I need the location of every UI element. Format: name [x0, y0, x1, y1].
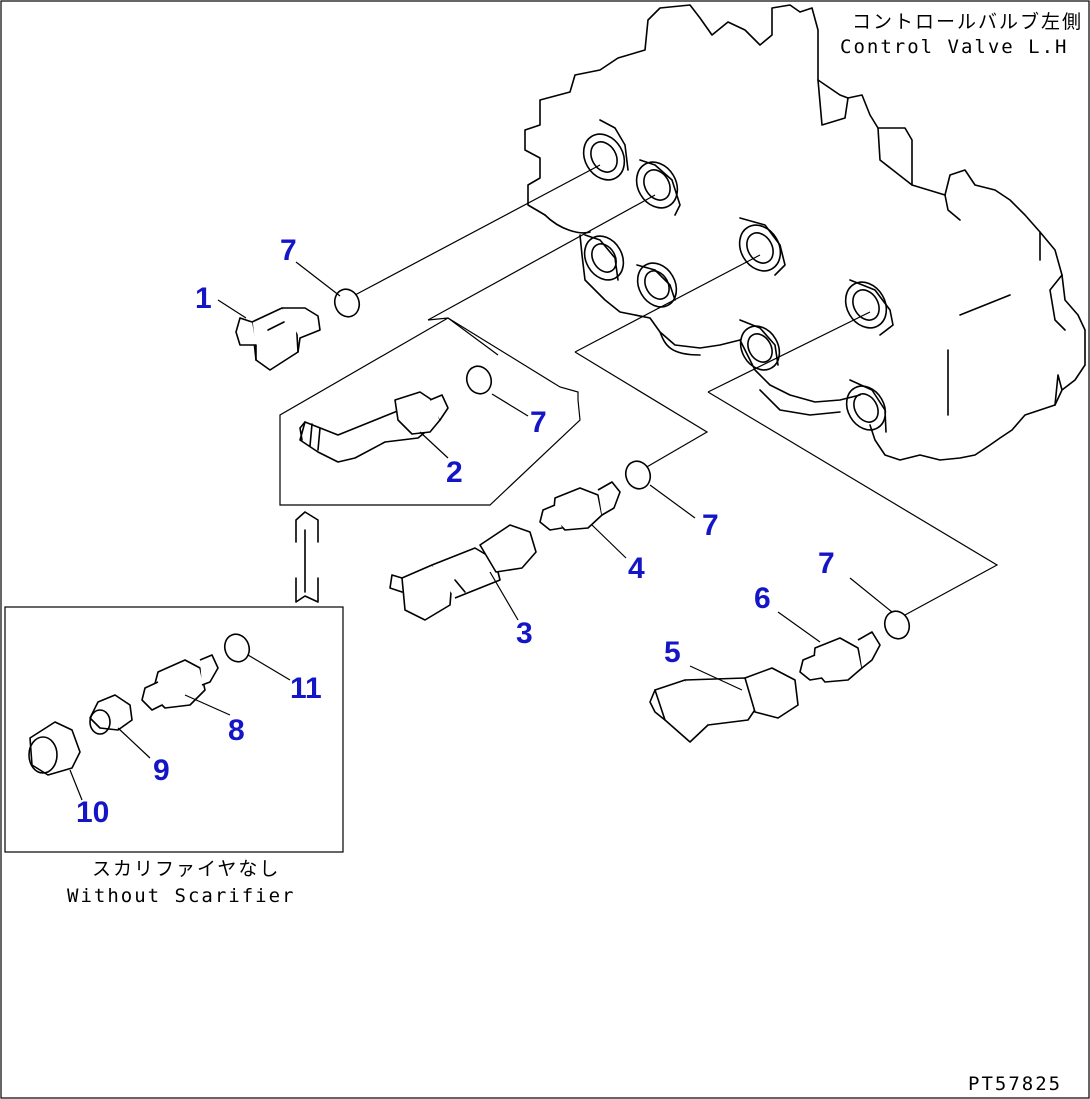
- part-3-elbow: [389, 524, 537, 621]
- callout-5: 5: [664, 636, 681, 669]
- callout-11: 11: [290, 672, 322, 705]
- o-ring-7b: [465, 365, 493, 395]
- callout-3: 3: [516, 617, 533, 650]
- callout-4: 4: [628, 552, 645, 585]
- o-ring-11: [223, 633, 251, 663]
- callout-leaders: [217, 261, 893, 691]
- callout-7c: 7: [702, 509, 719, 542]
- without-scarifier-label-jp: スカリファイヤなし: [92, 858, 280, 880]
- part-10: [29, 721, 81, 776]
- part-9: [89, 694, 133, 731]
- callout-2: 2: [446, 456, 463, 489]
- callout-7d: 7: [818, 547, 835, 580]
- part-6-connector: [799, 631, 881, 683]
- part-5-elbow: [649, 667, 799, 743]
- part-4-connector: [539, 481, 621, 531]
- without-scarifier-label-en: Without Scarifier: [67, 885, 295, 907]
- part-2-pipe: [299, 391, 449, 463]
- callout-9: 9: [153, 754, 170, 787]
- control-valve-body: [524, 4, 1086, 461]
- o-ring-7c: [624, 460, 652, 490]
- callout-10: 10: [76, 796, 109, 829]
- callout-7a: 7: [280, 234, 297, 267]
- drawing-code: PT57825: [968, 1073, 1062, 1095]
- callout-6: 6: [754, 582, 771, 615]
- callout-numbers: 1 2 3 4 5 6 7 7 7 7 8 9 10 11: [76, 234, 835, 829]
- text-labels: コントロールバルブ左側 Control Valve L.H スカリファイヤなし …: [67, 10, 1083, 1095]
- o-ring-7a: [333, 288, 361, 318]
- alternative-arrow: [295, 511, 319, 603]
- inset-without-scarifier: [4, 606, 344, 853]
- o-ring-7d: [883, 610, 911, 640]
- assembly-lines: [279, 164, 999, 616]
- callout-8: 8: [228, 714, 245, 747]
- control-valve-label-en: Control Valve L.H: [840, 36, 1068, 58]
- part-1-elbow: [235, 307, 321, 371]
- o-rings: [223, 288, 911, 663]
- callout-1: 1: [195, 282, 212, 315]
- control-valve-label-jp: コントロールバルブ左側: [852, 10, 1083, 33]
- callout-7b: 7: [530, 406, 547, 439]
